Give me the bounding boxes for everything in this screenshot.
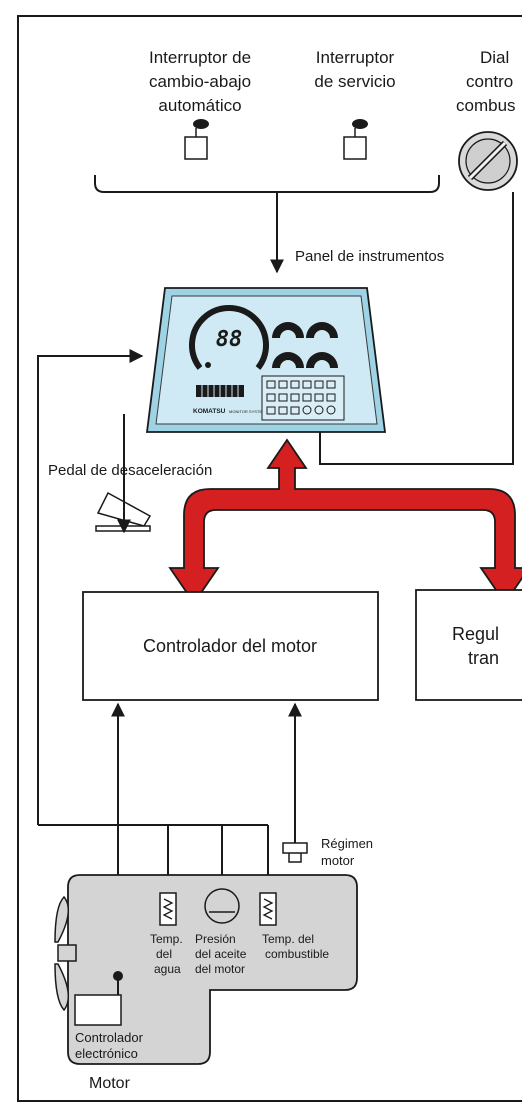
svg-text:del: del — [156, 947, 172, 961]
svg-text:cambio-abajo: cambio-abajo — [149, 72, 251, 91]
speed-display: 88 — [216, 327, 243, 352]
svg-text:Temp.: Temp. — [150, 932, 183, 946]
svg-text:Presión: Presión — [195, 932, 236, 946]
electronic-controller-icon — [74, 971, 123, 1026]
fuel-temp-label: Temp. del combustible — [262, 932, 329, 961]
instrument-panel: 88 KOMATSU MONITOR SYSTEM — [145, 287, 387, 433]
svg-text:Interruptor: Interruptor — [316, 48, 395, 67]
panel-label: Panel de instrumentos — [295, 248, 444, 265]
svg-text:Dial: Dial — [480, 48, 509, 67]
outer-frame — [17, 15, 522, 1102]
fan-icon — [54, 895, 77, 1012]
pedal-label: Pedal de desaceleración — [48, 462, 212, 479]
sensor-feedback-line — [37, 349, 144, 825]
switch-bracket — [94, 175, 440, 193]
water-temp-sensor-icon — [159, 892, 177, 926]
rpm-sensor-label-1: Régimen — [321, 836, 373, 851]
oil-pressure-label: Presión del aceite del motor — [195, 932, 247, 976]
svg-text:automático: automático — [158, 96, 241, 115]
can-bus-arrows — [168, 438, 522, 605]
service-switch-label: Interruptor de servicio — [314, 48, 395, 91]
svg-text:del motor: del motor — [195, 962, 245, 976]
water-temp-label: Temp. del agua — [150, 932, 183, 976]
svg-text:del aceite: del aceite — [195, 947, 247, 961]
regulator-label-2: tran — [468, 648, 499, 668]
speedometer-icon — [189, 305, 269, 370]
rpm-sensor-icon — [282, 842, 308, 863]
engine-controller — [82, 591, 379, 701]
engine-block — [67, 874, 358, 1065]
oil-pressure-sensor-icon — [204, 888, 240, 924]
svg-text:combus: combus — [456, 96, 516, 115]
fuel-dial-label: Dial contro combus — [456, 48, 516, 115]
engine-label: Motor — [89, 1075, 131, 1092]
svg-text:agua: agua — [154, 962, 181, 976]
svg-text:Interruptor de: Interruptor de — [149, 48, 251, 67]
transmission-regulator — [415, 589, 522, 701]
rpm-sensor-label-2: motor — [321, 853, 355, 868]
panel-brand: KOMATSU — [193, 408, 226, 415]
service-switch-icon — [343, 119, 368, 160]
engine-controller-label: Controlador del motor — [143, 636, 317, 656]
svg-text:contro: contro — [466, 72, 513, 91]
regulator-label-1: Regul — [452, 624, 499, 644]
autoshift-switch-label: Interruptor de cambio-abajo automático — [149, 48, 251, 115]
electronic-controller-label-1: Controlador — [75, 1030, 144, 1045]
panel-subtitle: MONITOR SYSTEM — [229, 409, 265, 414]
svg-text:Temp. del: Temp. del — [262, 932, 314, 946]
fuel-temp-sensor-icon — [259, 892, 277, 926]
svg-text:combustible: combustible — [265, 947, 329, 961]
svg-text:de servicio: de servicio — [314, 72, 395, 91]
autoshift-switch-icon — [184, 119, 209, 160]
electronic-controller-label-2: electrónico — [75, 1046, 138, 1061]
fuel-dial-icon — [458, 131, 518, 191]
gauge-cluster-icon — [272, 322, 338, 368]
